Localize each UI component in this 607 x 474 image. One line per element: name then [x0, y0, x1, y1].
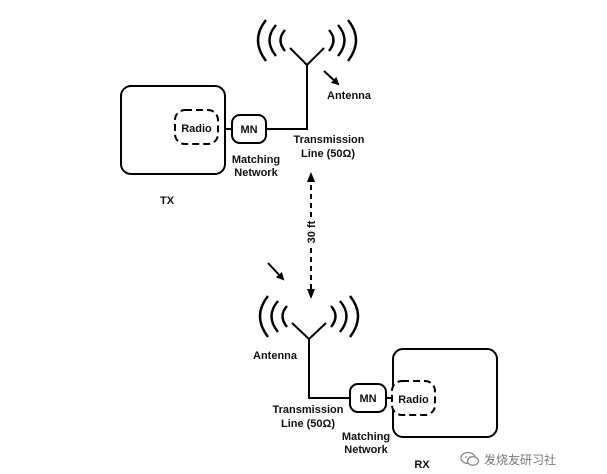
rx-radio-block: [391, 380, 436, 416]
rx-section: Antenna Transmission Line (50Ω) MN Radio…: [253, 262, 498, 471]
tx-mn-label: MN: [240, 124, 257, 136]
tx-label: TX: [160, 195, 175, 207]
wechat-icon: [460, 451, 480, 466]
rx-transmission-line: [308, 339, 350, 399]
rx-antenna-label: Antenna: [253, 350, 298, 362]
rx-transmission-line-label-line2: Line (50Ω): [281, 418, 335, 430]
tx-matching-network-label-line2: Network: [234, 167, 278, 179]
rx-transmission-line-label-line1: Transmission: [273, 404, 344, 416]
watermark-text: 发烧友研习社: [484, 452, 557, 467]
rx-mn-label: MN: [359, 393, 376, 405]
tx-matching-network-label-line1: Matching: [232, 154, 280, 166]
tx-section: Radio MN Matching Network Transmission L…: [120, 19, 372, 207]
tx-antenna-pointer-arrow: [323, 70, 340, 86]
rx-radio-label: Radio: [398, 394, 429, 406]
distance-arrow-bottom: [307, 289, 315, 299]
tx-radio-label: Radio: [181, 123, 212, 135]
rx-matching-network-label-line2: Network: [344, 444, 388, 456]
rx-matching-network-label-line1: Matching: [342, 431, 390, 443]
distance-arrow-top: [307, 172, 315, 182]
watermark: 发烧友研习社: [460, 448, 605, 470]
rx-label: RX: [414, 459, 430, 471]
tx-transmission-line-label-line1: Transmission: [294, 134, 365, 146]
distance-label: 30 ft: [306, 220, 318, 243]
tx-radio-block: [174, 109, 219, 145]
tx-antenna-icon: [256, 19, 358, 67]
distance-indicator: 30 ft: [304, 172, 318, 299]
rx-antenna-icon: [258, 295, 360, 341]
rx-antenna-pointer-arrow: [267, 262, 285, 281]
tx-transmission-line-label-line2: Line (50Ω): [301, 148, 355, 160]
tx-transmission-line: [266, 65, 308, 130]
tx-antenna-label: Antenna: [327, 90, 372, 102]
